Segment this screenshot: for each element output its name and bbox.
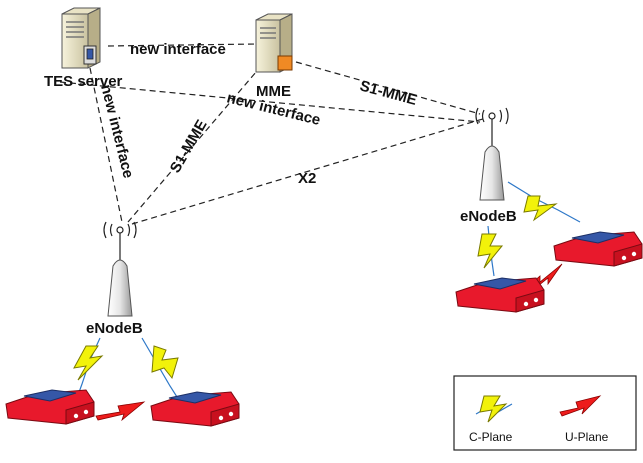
antenna-tower-icon [475, 107, 509, 201]
label-x2: X2 [298, 170, 316, 187]
link-tes-enodeb-left [89, 67, 123, 223]
mme-label: MME [256, 83, 291, 100]
tes-server-node: TES server [44, 7, 123, 90]
car-icon [5, 389, 95, 425]
link-mme-enodeb-left [127, 57, 269, 223]
mme-node: MME [255, 13, 293, 100]
tes-server-label: TES server [44, 73, 123, 90]
enodeb-left-node: eNodeB [86, 221, 143, 337]
enodeb-right-label: eNodeB [460, 208, 517, 225]
car-icon [455, 277, 545, 313]
link-tes-mme [107, 43, 259, 47]
link-tes-enodeb-right [59, 81, 481, 123]
legend: C-Plane U-Plane [453, 375, 637, 451]
antenna-tower-icon [103, 221, 137, 317]
server-icon [255, 13, 293, 73]
label-tes-mme: new interface [130, 41, 226, 58]
yellow-lightning-icon [475, 395, 513, 423]
label-mme-enodeb-left: S1-MME [167, 117, 211, 176]
legend-u-plane-label: U-Plane [565, 430, 609, 444]
legend-c-plane-label: C-Plane [469, 430, 513, 444]
server-icon [61, 7, 101, 69]
enodeb-left-label: eNodeB [86, 320, 143, 337]
link-x2 [131, 117, 487, 225]
legend-box [453, 375, 637, 451]
red-lightning-icon [95, 401, 146, 422]
link-mme-enodeb-right [295, 61, 481, 115]
car-icon [553, 231, 643, 267]
links-layer [59, 43, 487, 225]
enodeb-right-node: eNodeB [460, 107, 517, 225]
label-mme-enodeb-right: S1-MME [358, 77, 419, 109]
red-lightning-icon [559, 395, 602, 417]
yellow-lightning-icon [477, 225, 504, 277]
car-icon [150, 391, 240, 427]
yellow-lightning-icon [507, 181, 581, 223]
